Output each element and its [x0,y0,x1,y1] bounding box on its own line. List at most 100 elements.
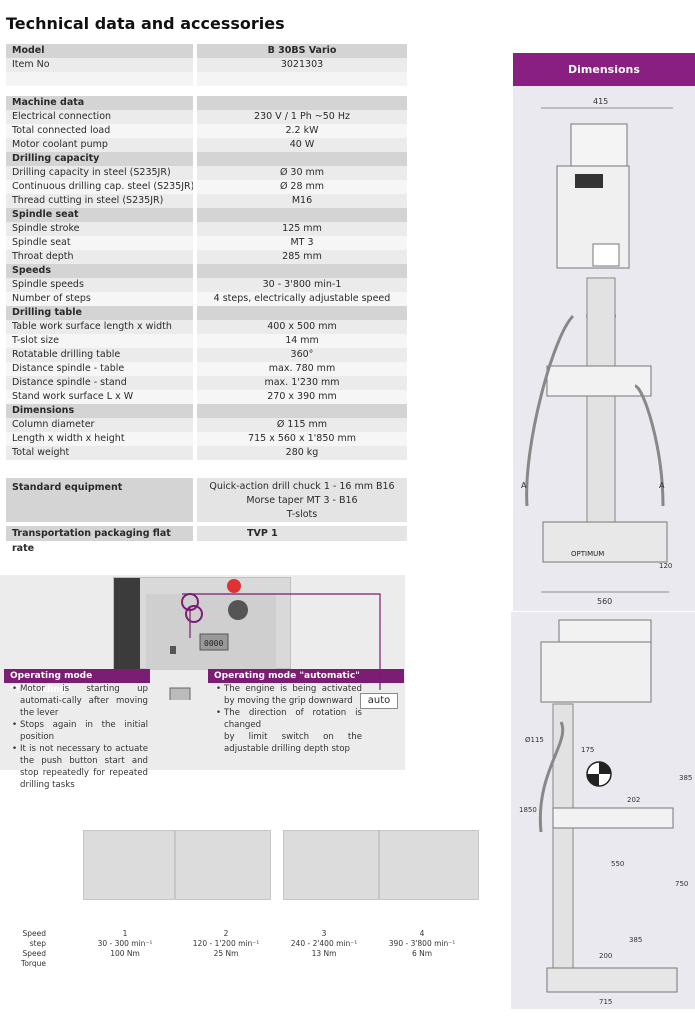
dim-width-label: 415 [593,97,608,106]
standard-item: T-slots [286,509,318,520]
emergency-stop-icon [227,579,241,593]
list-item: by limit switch on the adjustable drilli… [224,732,362,754]
spec-row: Throat depth 285 mm [6,250,407,264]
threading-mode-heading: Operating mode "Threading" [4,669,150,695]
standard-equipment-value: Quick-action drill chuck 1 - 16 mm B16 M… [197,478,407,522]
spec-value: M16 [197,194,407,208]
spec-label: Column diameter [6,418,193,432]
spec-label: Number of steps [6,292,193,306]
spec-value: Ø 30 mm [197,166,407,180]
spec-label: Distance spindle - table [6,362,193,376]
list-item: •The direction of rotation is changed [216,708,362,730]
dim-d: 550 [611,860,624,868]
spec-label [6,86,193,96]
dimensions-heading: Dimensions [513,53,695,86]
spec-label: Motor coolant pump [6,138,193,152]
spec-label: Spindle seat [6,236,193,250]
spec-label: Machine data [6,96,193,110]
section-label: A [521,481,527,490]
spec-value [197,86,407,96]
spec-value [197,306,407,320]
transport-row: Transportation packaging flat rate TVP 1 [6,526,407,554]
dim-i: 200 [599,952,612,960]
spec-label: Total weight [6,446,193,460]
spec-label: Table work surface length x width [6,320,193,334]
dim-column: Ø115 [525,736,544,744]
spec-label: Distance spindle - stand [6,376,193,390]
drill-press-side-view: Ø115 175 385 202 550 750 385 1850 200 71… [519,619,692,1006]
spec-label: Drilling table [6,306,193,320]
spec-value: 4 steps, electrically adjustable speed [197,292,407,306]
pulley-photo-1 [83,830,175,900]
section-label: A [659,481,665,490]
standard-equipment-row: Standard equipment Quick-action drill ch… [6,478,407,522]
side-view-drawing: Ø115 175 385 202 550 750 385 1850 200 71… [511,612,695,1009]
list-item: •Motor is starting up automati-cally aft… [12,684,148,718]
spec-row: Continuous drilling cap. steel (S235JR) Ø… [6,180,407,194]
spec-row: Drilling capacity in steel (S235JR) Ø 30 … [6,166,407,180]
spec-value: Ø 28 mm [197,180,407,194]
spec-label: Length x width x height [6,432,193,446]
spec-value: 14 mm [197,334,407,348]
spec-row [6,86,407,96]
speed-label: Speed [22,949,46,958]
dim-g: 715 [599,998,612,1006]
automatic-mode-list: •The engine is being activated by moving… [214,683,362,755]
dim-base-width: 560 [597,597,612,606]
spec-row: Motor coolant pump 40 W [6,138,407,152]
spec-value: 280 kg [197,446,407,460]
spec-value [197,96,407,110]
spec-section-header: Dimensions [6,404,407,418]
spec-label: Thread cutting in steel (S235JR) [6,194,193,208]
spec-value: 125 mm [197,222,407,236]
speed-labels: Speed step Speed Torque [6,929,46,969]
spec-section-header: Drilling table [6,306,407,320]
dim-b: 385 [679,774,692,782]
dim-c: 202 [627,796,640,804]
spec-value: 360° [197,348,407,362]
auto-badge: auto [360,693,398,709]
spec-label: Drilling capacity in steel (S235JR) [6,166,193,180]
spec-value [197,152,407,166]
spec-value: 285 mm [197,250,407,264]
spec-value: 400 x 500 mm [197,320,407,334]
spec-value: 3021303 [197,58,407,72]
transport-value: TVP 1 [197,526,407,541]
spec-label: Rotatable drilling table [6,348,193,362]
list-item: •Stops again in the initial position [12,720,148,742]
spec-label: Speeds [6,264,193,278]
spec-label: Continuous drilling cap. steel (S235JR) [6,180,193,194]
transport-label: Transportation packaging flat rate [6,526,193,554]
threading-mode-list: •Motor is starting up automati-cally aft… [10,683,148,791]
brand-label: OPTIMUM [571,550,604,558]
spec-label: Stand work surface L x W [6,390,193,404]
spec-label: Spindle stroke [6,222,193,236]
standard-equipment-label: Standard equipment [6,478,193,522]
spec-section-header: Spindle seat [6,208,407,222]
control-panel-photo: 0000 [113,577,291,670]
spec-label: Throat depth [6,250,193,264]
spec-section-header: Drilling capacity [6,152,407,166]
spec-value: 230 V / 1 Ph ~50 Hz [197,110,407,124]
spec-section-header: Speeds [6,264,407,278]
spec-value [197,72,407,86]
spec-label [6,72,193,86]
spec-label: Spindle seat [6,208,193,222]
pulley-photo-2 [175,830,271,900]
spec-value: 40 W [197,138,407,152]
pulley-photo-3 [283,830,379,900]
spec-label: Drilling capacity [6,152,193,166]
spec-section-header: Machine data [6,96,407,110]
spec-label: Total connected load [6,124,193,138]
dim-f: 385 [629,936,642,944]
